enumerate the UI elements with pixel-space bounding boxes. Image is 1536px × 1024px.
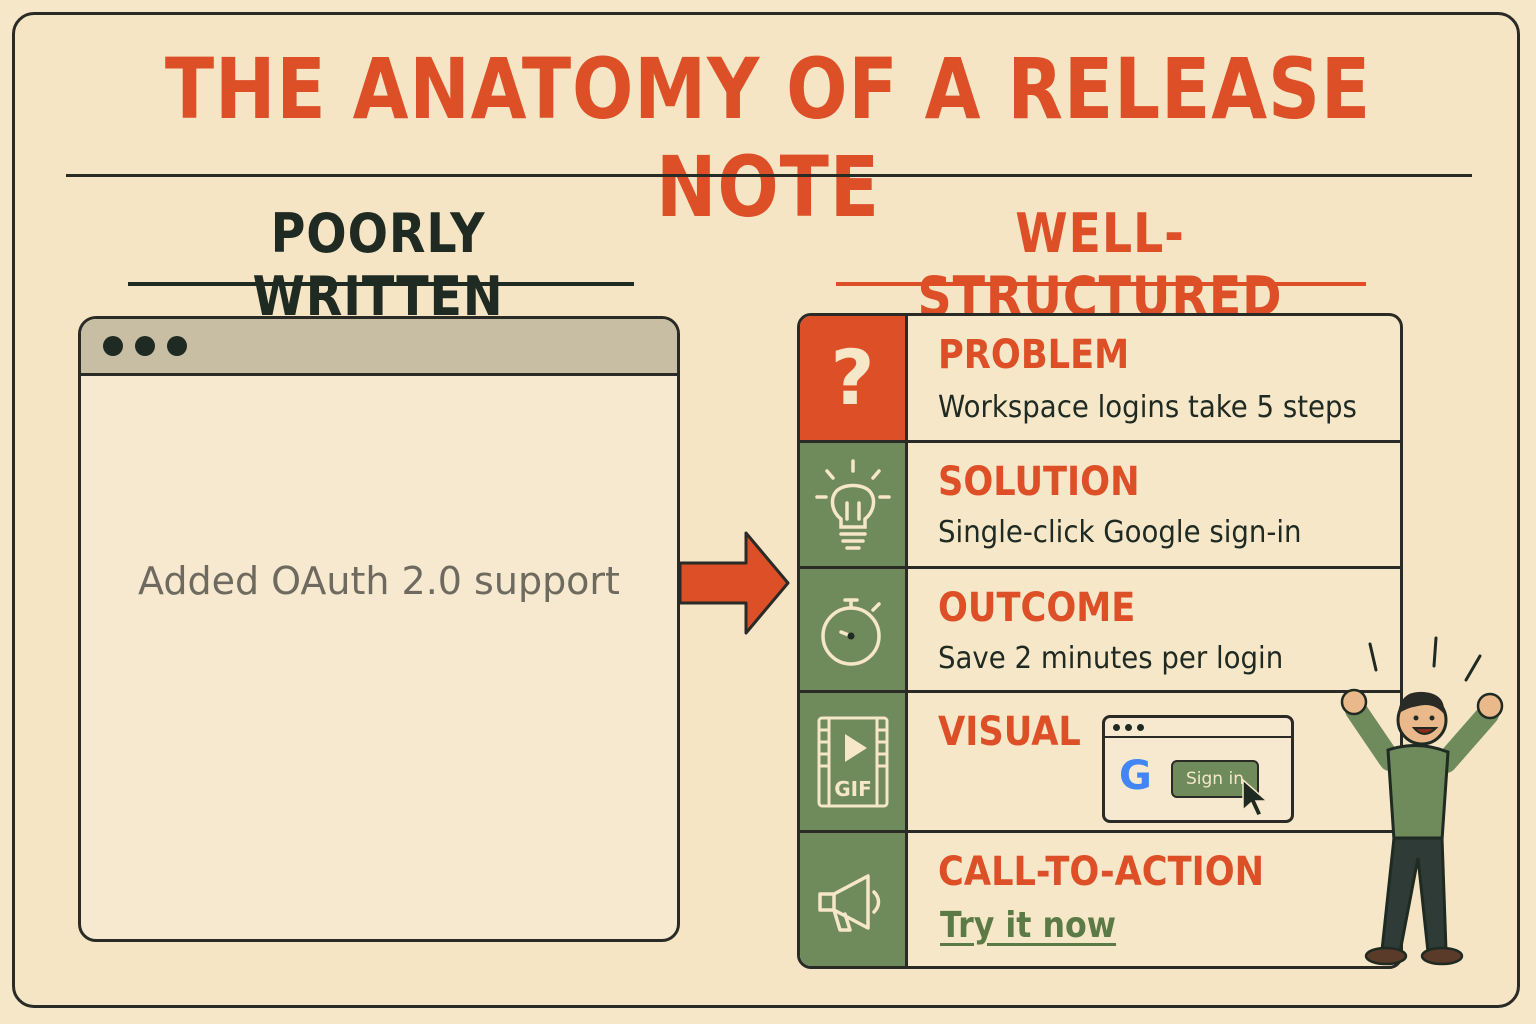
question-mark-icon: ?: [800, 316, 908, 440]
window-dot: [103, 336, 123, 356]
mouse-cursor-icon: [1242, 778, 1269, 817]
row-problem: ? PROBLEM Workspace logins take 5 steps: [800, 316, 1400, 443]
well-structured-underline: [836, 282, 1366, 286]
megaphone-icon: [800, 833, 908, 966]
gif-label: GIF: [834, 777, 872, 801]
window-dot: [167, 336, 187, 356]
cheering-person-illustration: [1340, 636, 1504, 966]
poorly-written-text: Added OAuth 2.0 support: [138, 559, 620, 603]
poorly-written-window: Added OAuth 2.0 support: [78, 316, 680, 942]
row-description: Single-click Google sign-in: [938, 515, 1302, 550]
window-dot: [1113, 723, 1120, 731]
stopwatch-icon: [800, 569, 908, 690]
window-dot: [1137, 723, 1144, 731]
title-divider: [66, 174, 1472, 177]
right-arrow-icon: [678, 531, 790, 635]
window-dot: [1125, 723, 1132, 731]
page-title: THE ANATOMY OF A RELEASE NOTE: [164, 40, 1372, 236]
google-logo-icon: G: [1119, 753, 1152, 799]
well-structured-panel: ? PROBLEM Workspace logins take 5 steps: [797, 313, 1403, 969]
row-label: CALL-TO-ACTION: [938, 849, 1265, 895]
lightbulb-icon: [800, 443, 908, 566]
window-title-bar: [81, 319, 677, 376]
row-label: SOLUTION: [938, 459, 1140, 505]
row-outcome: OUTCOME Save 2 minutes per login: [800, 569, 1400, 693]
row-description: Save 2 minutes per login: [938, 641, 1284, 676]
row-label: PROBLEM: [938, 332, 1130, 378]
row-description: Workspace logins take 5 steps: [938, 390, 1357, 425]
well-structured-heading: WELL-STRUCTURED: [917, 202, 1283, 328]
window-dot: [135, 336, 155, 356]
poorly-written-underline: [128, 282, 634, 286]
visual-preview-window: G Sign in: [1102, 715, 1294, 823]
row-label: VISUAL: [938, 709, 1081, 755]
gif-video-icon: GIF: [800, 693, 908, 830]
row-label: OUTCOME: [938, 585, 1136, 631]
poorly-written-heading: POORLY WRITTEN: [252, 202, 504, 328]
row-solution: SOLUTION Single-click Google sign-in: [800, 443, 1400, 569]
try-it-now-link[interactable]: Try it now: [940, 905, 1117, 946]
row-call-to-action: CALL-TO-ACTION Try it now: [800, 833, 1400, 966]
row-visual: GIF VISUAL G Sign in: [800, 693, 1400, 833]
mini-window-bar: [1105, 718, 1291, 738]
